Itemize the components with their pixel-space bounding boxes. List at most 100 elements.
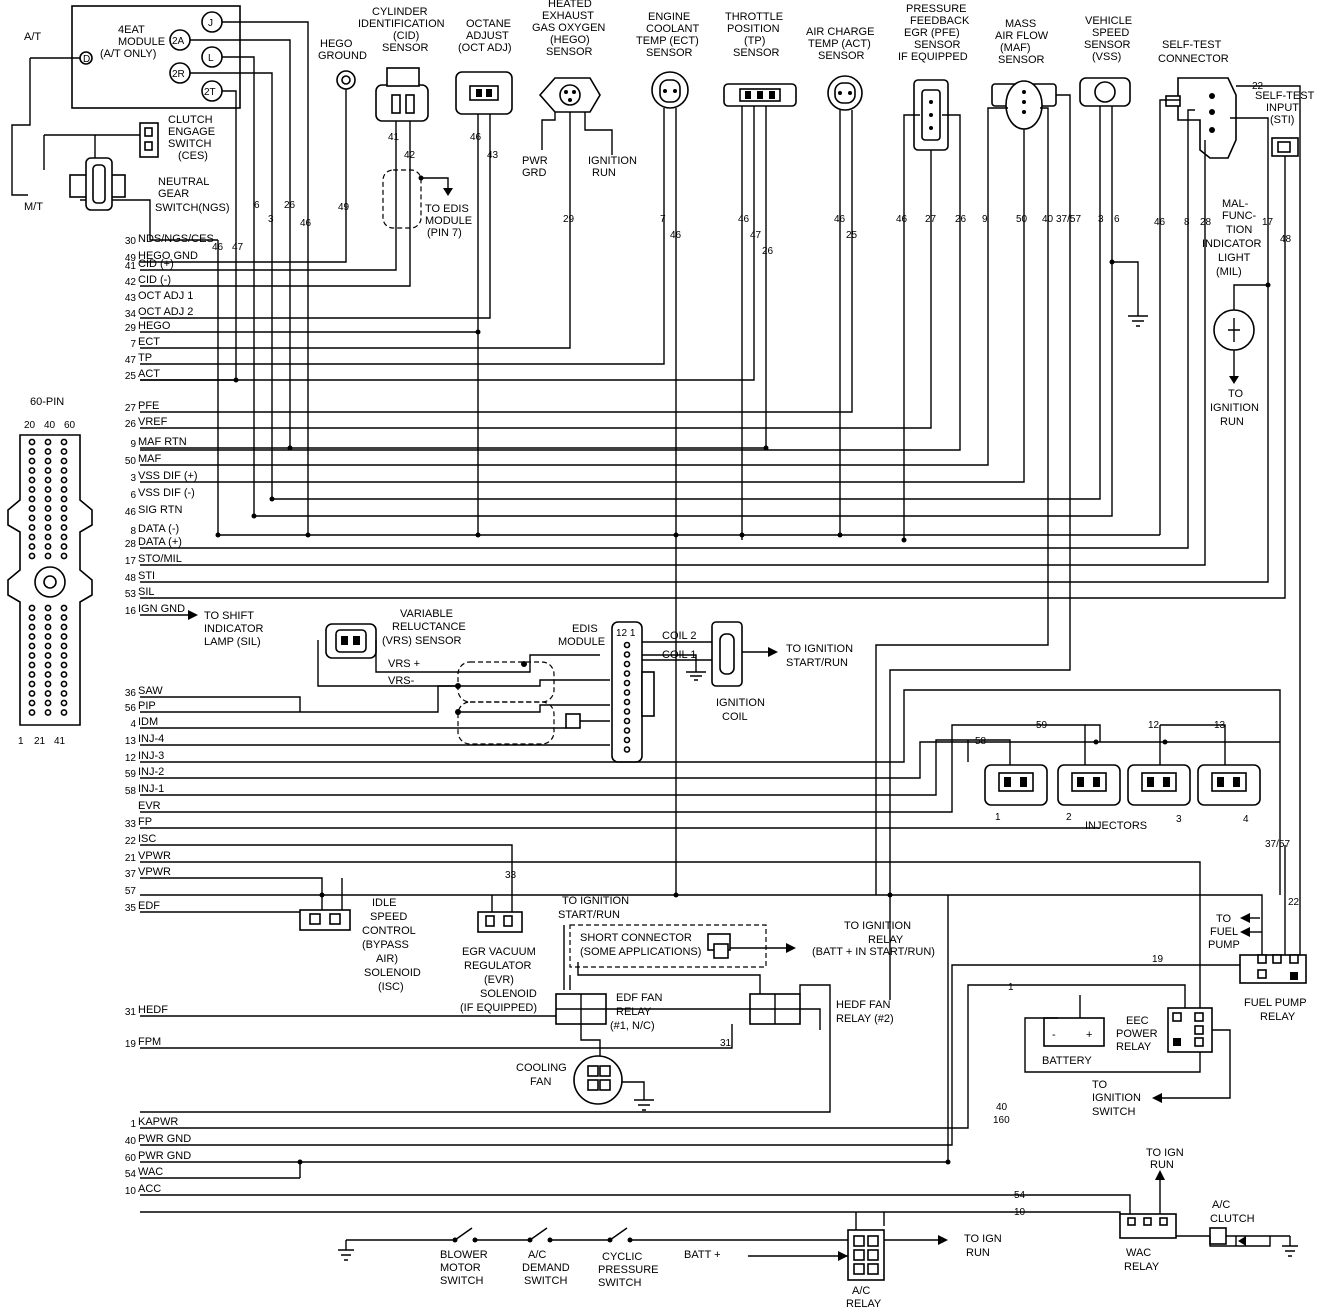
edis-label: EDIS — [572, 623, 598, 635]
connector-pin — [60, 552, 68, 560]
pcm-pin-number: 13 — [125, 736, 137, 747]
connector-pin — [60, 467, 68, 474]
injector — [1197, 764, 1261, 806]
wire-number: 46 — [300, 218, 312, 229]
maf-label: (MAF) — [1000, 42, 1031, 54]
sti-label: SELF-TEST — [1255, 90, 1315, 102]
module-label: (A/T ONLY) — [100, 48, 156, 60]
wire-number: 47 — [232, 242, 244, 253]
vrs-minus-label: VRS- — [388, 675, 415, 687]
cyclic-label: CYCLIC — [602, 1251, 642, 1263]
to-fuel-pump-label: TO — [1216, 913, 1232, 925]
pcm-pin-label: MAF RTN — [138, 436, 187, 448]
isc-label: (BYPASS — [362, 939, 409, 951]
pcm-pin-label: NDS/NGS/CES — [138, 233, 214, 245]
fan-label: FAN — [530, 1076, 551, 1088]
isc-label: IDLE — [372, 897, 396, 909]
edis-pin — [623, 717, 631, 725]
wire-number: 160 — [993, 1115, 1010, 1126]
pcm-pin-label: IDM — [138, 716, 158, 728]
injector — [1127, 764, 1191, 806]
connector-pin — [44, 652, 52, 659]
hego-sensor: HEATED EXHAUST GAS OXYGEN (HEGO) SENSOR … — [140, 0, 637, 349]
pcm-pin-number: 28 — [125, 539, 137, 550]
pcm-pin-label: ISC — [138, 833, 156, 845]
pcm-pin-number: 48 — [125, 573, 137, 584]
connector-pin — [44, 680, 52, 688]
blower-label: BLOWER — [440, 1249, 488, 1261]
maf-label: MASS — [1005, 18, 1036, 30]
connector-pin — [60, 448, 68, 455]
isc-label: (ISC) — [378, 981, 404, 993]
edis-pin — [623, 689, 631, 696]
connector-pin — [28, 661, 36, 669]
to-fuel-pump-label: PUMP — [1208, 939, 1240, 951]
module-pin: D — [83, 54, 90, 65]
connector-pin — [44, 467, 52, 474]
connector-pin — [44, 486, 52, 493]
wire-number: 43 — [487, 150, 499, 161]
connector-pin — [60, 690, 68, 697]
wire-number: 12 — [1148, 720, 1160, 731]
pcm-pin-row: 57 — [125, 886, 137, 897]
pfe-sensor: PRESSURE FEEDBACK EGR (PFE) SENSOR IF EQ… — [140, 3, 970, 540]
tp-label: POSITION — [727, 23, 780, 35]
coil2-label: COIL 2 — [662, 630, 696, 642]
pcm-pin-number: 58 — [125, 786, 137, 797]
module-pin: L — [208, 53, 214, 64]
wire-number: 10 — [1014, 1207, 1026, 1218]
cyclic-label: SWITCH — [598, 1277, 641, 1289]
pcm-pin-label: SIG RTN — [138, 504, 182, 516]
to-ign-relay-label: (BATT + IN START/RUN) — [812, 946, 935, 958]
ignition-run-label: IGNITION — [588, 155, 637, 167]
wire-number: 26 — [955, 214, 967, 225]
connector-pin — [44, 633, 52, 640]
connector-pin — [44, 533, 52, 541]
tp-sensor: THROTTLE POSITION (TP) SENSOR 46 47 26 — [140, 11, 797, 540]
fuel-relay-label: FUEL PUMP — [1244, 997, 1307, 1009]
ces-label: CLUTCH — [168, 114, 213, 126]
injector-number: 4 — [1243, 814, 1249, 825]
wire-number: 9 — [982, 214, 988, 225]
connector-pin — [60, 476, 68, 484]
connector-pin — [44, 505, 52, 512]
edis-pin — [623, 660, 631, 668]
self-test-connector: SELF-TEST CONNECTOR 46 8 28 17 22 SELF-T… — [140, 39, 1315, 845]
connector-pin — [44, 448, 52, 455]
connector-pin — [60, 514, 68, 522]
to-edis-label: TO EDIS — [425, 203, 469, 215]
module-label: 4EAT — [118, 24, 145, 36]
pcm-pin-number: 27 — [125, 403, 137, 414]
pcm-pin-label: DATA (-) — [138, 523, 179, 535]
edis-pin — [623, 746, 631, 753]
coil-to-label: START/RUN — [786, 657, 848, 669]
pcm-pin-number: 21 — [125, 853, 137, 864]
connector-pin — [28, 543, 36, 550]
wire-number: 40 — [1042, 214, 1054, 225]
pcm-pin-label: STI — [138, 570, 155, 582]
battery-label: BATTERY — [1042, 1055, 1092, 1067]
lower-wiring: 33 37/57 22 — [140, 839, 1301, 1020]
pcm-pin-label: STO/MIL — [138, 553, 182, 565]
pcm-pin-number: 19 — [125, 1039, 137, 1050]
connector-pin — [60, 543, 68, 550]
pcm-pin-label: EVR — [138, 800, 161, 812]
pcm-pin-label: IGN GND — [138, 603, 185, 615]
wire-number: 6 — [254, 200, 260, 211]
pcm-pin-label: CID (+) — [138, 258, 174, 270]
eec-relay-label: EEC — [1126, 1015, 1149, 1027]
module-pin: 2R — [172, 69, 185, 80]
mil-label: FUNC- — [1222, 210, 1257, 222]
evr-label: (IF EQUIPPED) — [460, 1002, 537, 1014]
vss-label: SENSOR — [1084, 39, 1131, 51]
connector-pin — [60, 709, 68, 716]
ac-relay-label: RELAY — [846, 1298, 882, 1310]
pcm-pin-label: OCT ADJ 1 — [138, 290, 193, 302]
connector-pin — [28, 486, 36, 493]
pcm-pin-number: 57 — [125, 886, 137, 897]
